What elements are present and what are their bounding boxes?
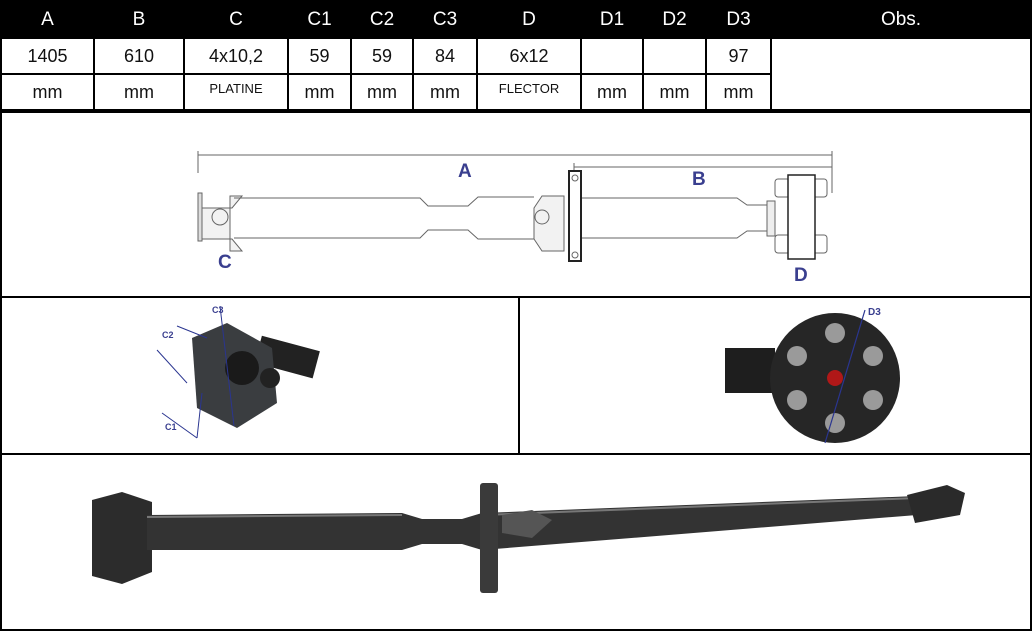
unit-d2: mm	[642, 73, 707, 111]
spec-table: A B C C1 C2 C3 D D1 D2 D3 Obs. 1405 610 …	[0, 0, 1032, 111]
header-c2: C2	[350, 0, 414, 39]
unit-b: mm	[93, 73, 185, 111]
value-c2: 59	[350, 37, 414, 75]
value-c3: 84	[412, 37, 478, 75]
unit-d: FLECTOR	[476, 73, 582, 111]
value-c: 4x10,2	[183, 37, 289, 75]
label-d3: D3	[868, 307, 881, 318]
flector-d-photo: D3	[725, 307, 900, 444]
value-d3: 97	[705, 37, 772, 75]
unit-c2: mm	[350, 73, 414, 111]
dimension-diagram-panel: A B C D	[0, 111, 1032, 298]
header-d: D	[476, 0, 582, 39]
label-c1: C1	[165, 422, 177, 432]
label-d: D	[794, 265, 808, 286]
header-a: A	[0, 0, 95, 39]
driveshaft-diagram: A B C D	[197, 151, 833, 286]
flector-d-detail-panel: D3	[518, 296, 1032, 455]
label-a: A	[458, 161, 472, 182]
header-b: B	[93, 0, 185, 39]
driveshaft-photo	[92, 483, 965, 593]
flange-c-detail-panel: C3 C2 C1	[0, 296, 520, 455]
header-row: A B C C1 C2 C3 D D1 D2 D3 Obs.	[0, 0, 1032, 39]
value-a: 1405	[0, 37, 95, 75]
values-row: 1405 610 4x10,2 59 59 84 6x12 97	[0, 37, 1032, 111]
header-d1: D1	[580, 0, 644, 39]
value-d2	[642, 37, 707, 75]
label-c: C	[218, 252, 232, 273]
value-c1: 59	[287, 37, 352, 75]
header-c: C	[183, 0, 289, 39]
flange-c-photo: C3 C2 C1	[156, 305, 320, 439]
unit-c3: mm	[412, 73, 478, 111]
value-b: 610	[93, 37, 185, 75]
unit-c1: mm	[287, 73, 352, 111]
unit-c: PLATINE	[183, 73, 289, 111]
value-d: 6x12	[476, 37, 582, 75]
label-c3: C3	[212, 305, 224, 315]
units-row: mm mm PLATINE mm mm mm FLECTOR mm mm mm	[0, 73, 1031, 111]
header-c3: C3	[412, 0, 478, 39]
unit-a: mm	[0, 73, 95, 111]
label-b: B	[692, 169, 706, 190]
header-d2: D2	[642, 0, 707, 39]
label-c2: C2	[162, 330, 174, 340]
obs-cell	[770, 37, 1032, 111]
value-d1	[580, 37, 644, 75]
header-d3: D3	[705, 0, 772, 39]
header-obs: Obs.	[770, 0, 1032, 39]
product-photo-panel	[0, 453, 1032, 631]
unit-d1: mm	[580, 73, 644, 111]
header-c1: C1	[287, 0, 352, 39]
unit-d3: mm	[705, 73, 772, 111]
